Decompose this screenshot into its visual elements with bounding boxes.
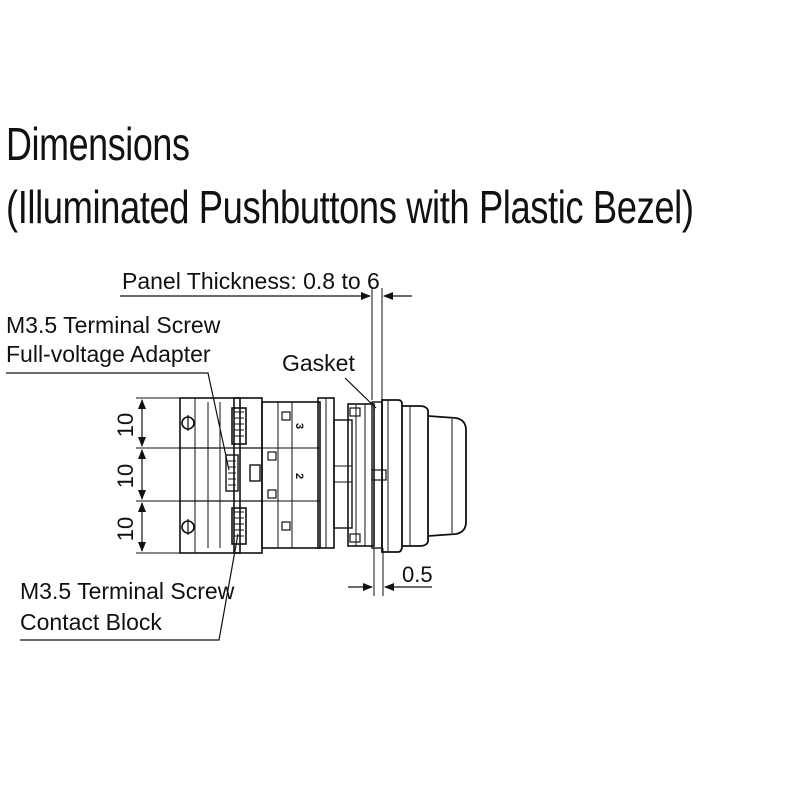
contact-leader-line [20,533,239,641]
page-title: Dimensions [6,118,190,170]
contact-block [179,397,263,554]
dim-bezel-label: 0.5 [402,562,433,587]
gasket-label: Gasket [282,350,355,376]
adapter-label-line2: Full-voltage Adapter [6,341,211,367]
dim-middle-10: 10 [113,464,138,488]
panel-thickness-dimension [120,288,412,400]
plastic-bezel [381,399,429,553]
page-subtitle: (Illuminated Pushbuttons with Plastic Be… [6,181,694,233]
gasket-leader-line [344,377,377,409]
housing-body [249,397,335,549]
terminal-number-3: 3 [293,423,305,429]
contact-label-line1: M3.5 Terminal Screw [20,578,235,604]
button-head [427,415,467,537]
panel-thickness-label: Panel Thickness: 0.8 to 6 [122,268,380,294]
adapter-leader-line [6,372,230,471]
dim-top-10: 10 [113,413,138,437]
mounting-shaft [333,403,387,547]
adapter-label-line1: M3.5 Terminal Screw [6,312,221,338]
bezel-gap-dimension [348,548,432,596]
dim-bottom-10: 10 [113,517,138,541]
terminal-number-2: 2 [293,473,305,479]
contact-label-line2: Contact Block [20,609,162,635]
